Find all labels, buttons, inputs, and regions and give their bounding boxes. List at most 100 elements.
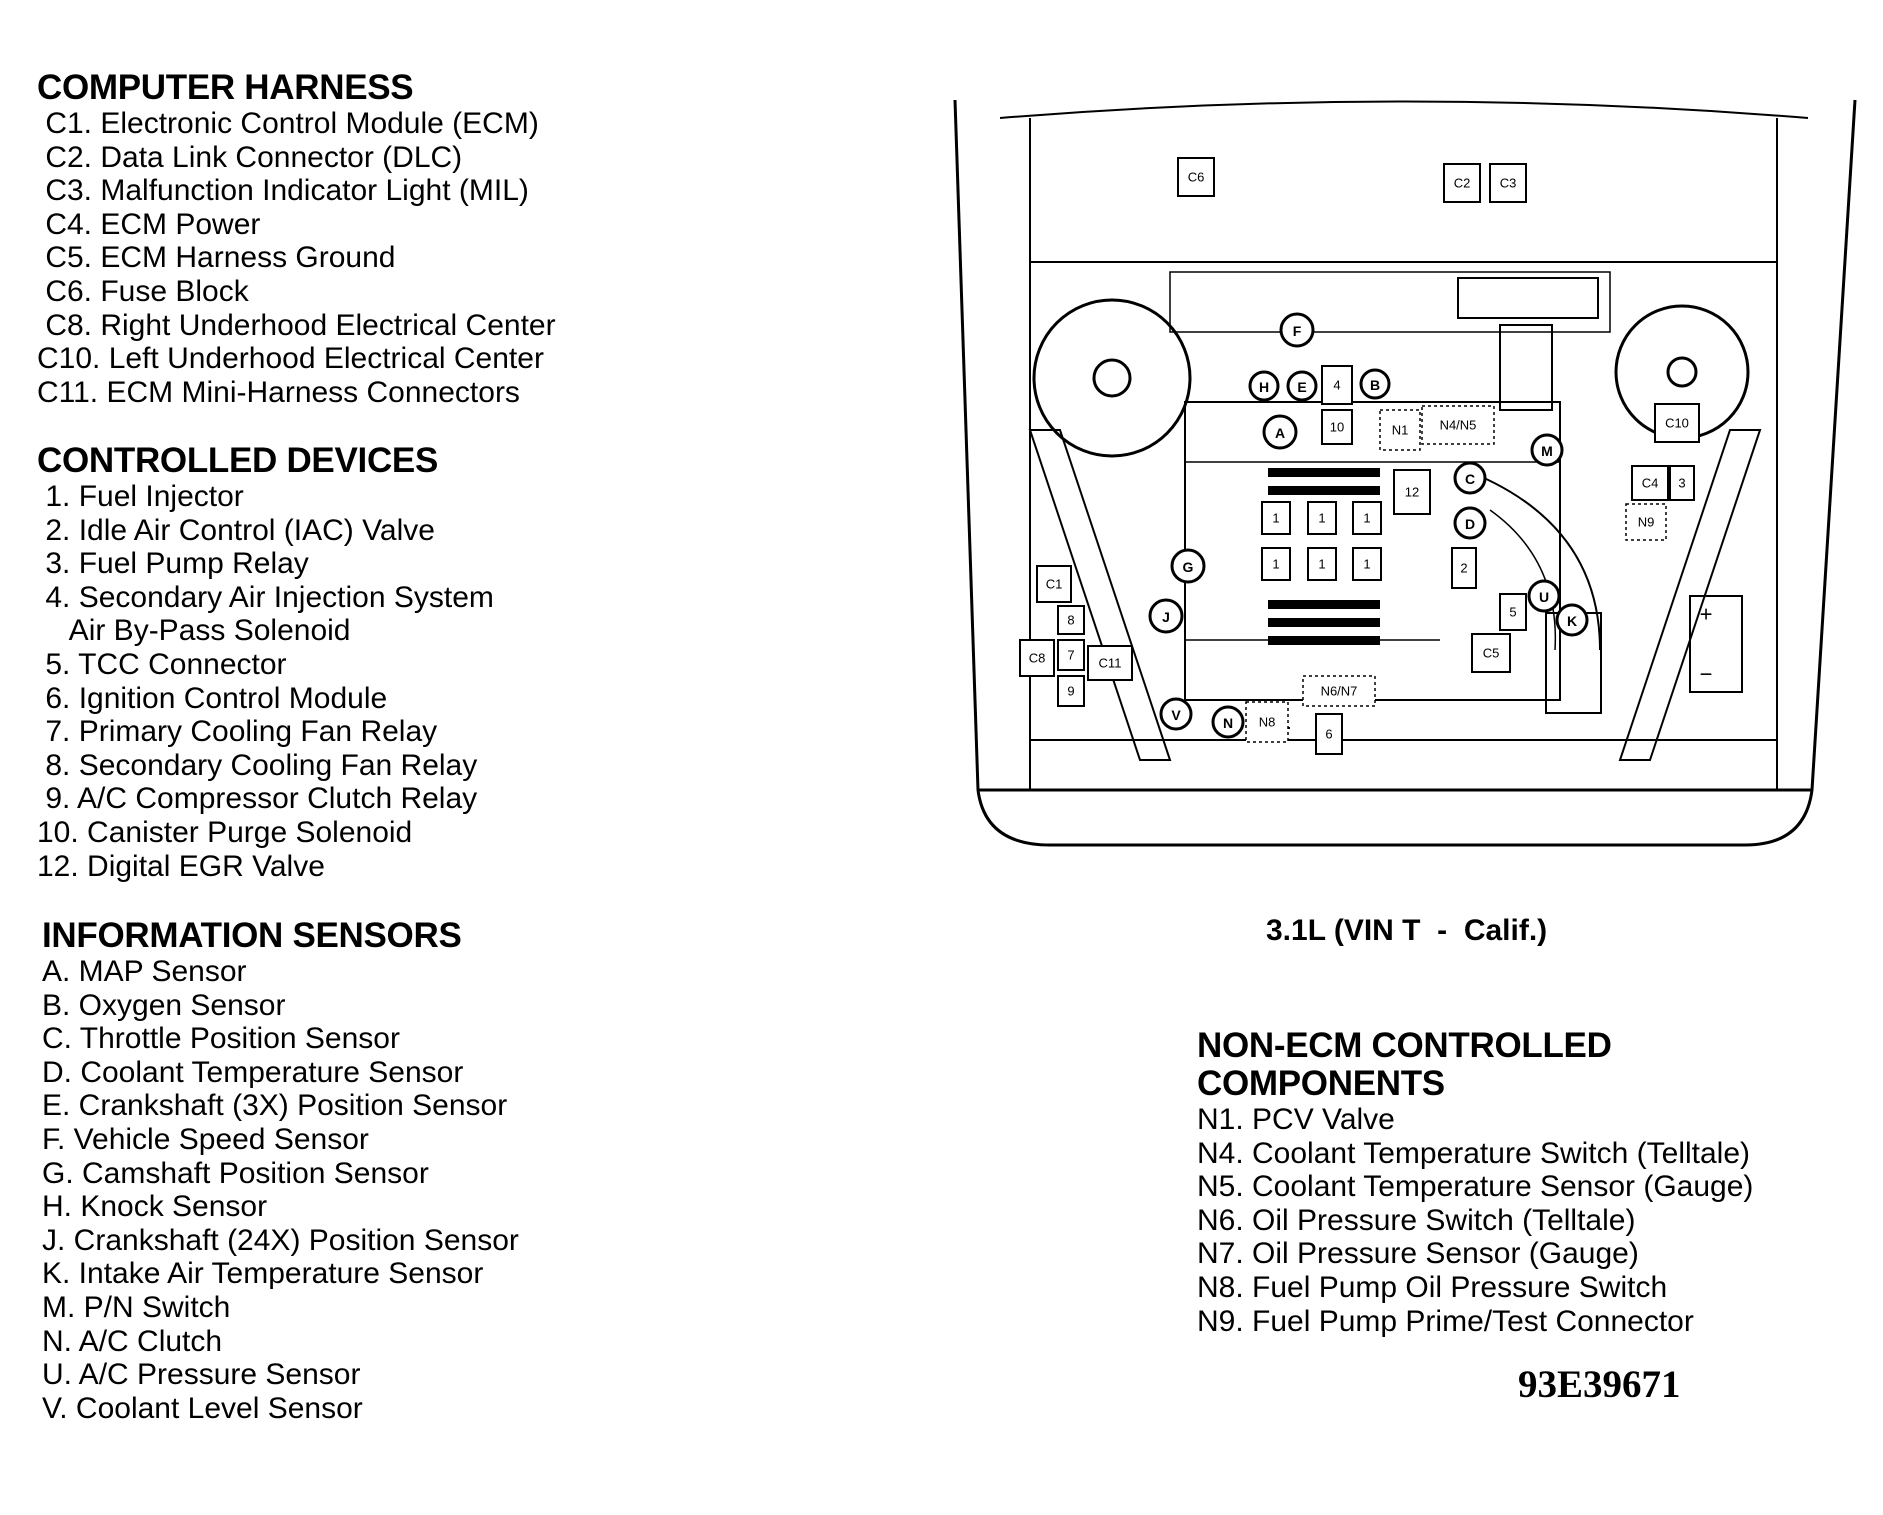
list-item: 10. Canister Purge Solenoid (37, 815, 413, 849)
crank-3x-circle (1286, 370, 1318, 402)
battery-positive-label: + (1700, 602, 1713, 627)
device-5-label: 5 (1509, 605, 1516, 620)
left-strut-tower (1032, 298, 1192, 458)
sensor-n-label: N (1223, 715, 1233, 731)
sensor-f-label: F (1293, 323, 1302, 339)
icm-box (1315, 713, 1343, 755)
sensor-m-label: M (1541, 443, 1553, 459)
ac-clutch-relay-box (1057, 675, 1085, 707)
ecm-ground-box (1471, 633, 1511, 673)
oil-pressure-box (1302, 675, 1376, 707)
list-item: 9. A/C Compressor Clutch Relay (37, 782, 478, 816)
injector-label: 1 (1318, 557, 1325, 572)
map-sensor-circle (1262, 414, 1298, 450)
battery-negative-label: − (1700, 662, 1713, 687)
tps-circle (1453, 461, 1487, 495)
list-item: J. Crankshaft (24X) Position Sensor (42, 1223, 519, 1257)
list-item: N8. Fuel Pump Oil Pressure Switch (1197, 1270, 1668, 1304)
list-item: C6. Fuse Block (37, 274, 249, 308)
relay-9-label: 9 (1067, 684, 1074, 699)
document-id: 93E39671 (1518, 1363, 1681, 1406)
sensor-h-label: H (1259, 379, 1269, 395)
battery (1689, 595, 1743, 693)
list-item: 2. Idle Air Control (IAC) Valve (37, 513, 435, 547)
list-item: N7. Oil Pressure Sensor (Gauge) (1197, 1237, 1639, 1271)
device-10-label: 10 (1330, 420, 1344, 435)
injector-box (1261, 501, 1291, 535)
computer-harness-list: C1. Electronic Control Module (ECM) C2. … (37, 107, 556, 409)
non-ecm-heading-line2: COMPONENTS (1197, 1064, 1445, 1103)
n4n5-label: N4/N5 (1440, 418, 1477, 433)
iat-circle (1555, 603, 1589, 637)
coolant-temp-switch-box (1421, 405, 1495, 445)
injector-box (1261, 547, 1291, 581)
list-item: C3. Malfunction Indicator Light (MIL) (37, 174, 529, 208)
n8-label: N8 (1259, 715, 1276, 730)
list-item: C1. Electronic Control Module (ECM) (37, 107, 539, 140)
right-underhood-center-box (1019, 639, 1055, 677)
list-item: A. MAP Sensor (42, 955, 247, 988)
vss-circle (1279, 312, 1315, 348)
injector-label: 1 (1272, 511, 1279, 526)
list-item: N1. PCV Valve (1197, 1103, 1395, 1136)
list-item: F. Vehicle Speed Sensor (42, 1122, 369, 1156)
ecm-mini-harness-box (1087, 645, 1133, 681)
injector-box (1352, 501, 1382, 535)
c10-label: C10 (1665, 416, 1689, 431)
list-item: 7. Primary Cooling Fan Relay (37, 715, 438, 749)
sensor-g-label: G (1183, 559, 1194, 575)
controlled-devices-list: 1. Fuel Injector 2. Idle Air Control (IA… (37, 480, 494, 883)
list-item: C. Throttle Position Sensor (42, 1022, 400, 1056)
non-ecm-list: N1. PCV Valve N4. Coolant Temperature Sw… (1197, 1103, 1753, 1338)
list-item: C10. Left Underhood Electrical Center (37, 342, 544, 376)
list-item: V. Coolant Level Sensor (42, 1391, 363, 1425)
list-item: 5. TCC Connector (37, 647, 287, 681)
mil-box (1489, 163, 1527, 203)
list-item: 6. Ignition Control Module (37, 681, 388, 715)
sensor-k-label: K (1567, 613, 1577, 629)
secondary-fan-relay-box (1057, 605, 1085, 635)
cam-position-circle (1170, 548, 1206, 584)
air-cleaner (1457, 277, 1599, 319)
c2-label: C2 (1454, 176, 1471, 191)
crank-24x-circle (1148, 598, 1184, 634)
list-item: K. Intake Air Temperature Sensor (42, 1257, 484, 1291)
diagram-caption: 3.1L (VIN T - Calif.) (1266, 914, 1548, 947)
list-item: 12. Digital EGR Valve (37, 849, 325, 883)
canister-purge-box (1321, 409, 1353, 445)
fuel-pump-oil-switch-box (1245, 701, 1289, 743)
fuel-pump-prime-box (1625, 503, 1667, 541)
injector-label: 1 (1363, 557, 1370, 572)
list-item: N9. Fuel Pump Prime/Test Connector (1197, 1304, 1694, 1338)
injector-label: 1 (1318, 511, 1325, 526)
sensor-u-label: U (1539, 589, 1549, 605)
intake-manifold (1268, 468, 1380, 645)
non-ecm-heading-line1: NON-ECM CONTROLLED (1197, 1026, 1612, 1065)
list-item: C8. Right Underhood Electrical Center (37, 308, 556, 342)
c6-label: C6 (1188, 170, 1205, 185)
list-item: M. P/N Switch (42, 1290, 231, 1324)
n6n7-label: N6/N7 (1321, 684, 1358, 699)
list-item: N5. Coolant Temperature Sensor (Gauge) (1197, 1170, 1754, 1204)
ecm-power-box (1631, 465, 1669, 501)
list-item: Air By-Pass Solenoid (37, 614, 351, 648)
vehicle-body-outline (953, 99, 1857, 847)
list-item: C4. ECM Power (37, 207, 261, 241)
list-item: C11. ECM Mini-Harness Connectors (37, 375, 520, 409)
n9-label: N9 (1638, 515, 1655, 530)
iac-valve-box (1451, 547, 1477, 589)
coolant-temp-circle (1453, 506, 1487, 540)
n1-label: N1 (1392, 423, 1409, 438)
device-12-label: 12 (1405, 485, 1419, 500)
coolant-level-circle (1159, 697, 1193, 731)
c11-label: C11 (1099, 656, 1122, 671)
list-item: 4. Secondary Air Injection System (37, 580, 494, 614)
non-ecm-section: NON-ECM CONTROLLED COMPONENTS N1. PCV Va… (1197, 1027, 1753, 1338)
fuse-block-box (1177, 157, 1215, 197)
pcv-valve-box (1379, 409, 1421, 451)
device-6-label: 6 (1325, 727, 1332, 742)
c8-label: C8 (1029, 651, 1046, 666)
list-item: C2. Data Link Connector (DLC) (37, 140, 463, 174)
relay-8-label: 8 (1067, 613, 1074, 628)
list-item: 1. Fuel Injector (37, 480, 244, 513)
